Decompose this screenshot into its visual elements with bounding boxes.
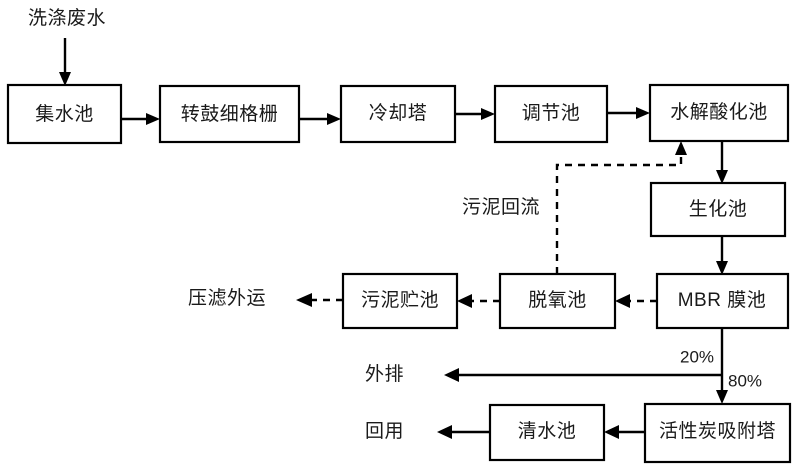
node-drum-fine-screen[interactable]: 转鼓细格栅 [158,84,301,144]
node-collection-tank[interactable]: 集水池 [6,83,123,145]
node-deoxygenation-tank-label: 脱氧池 [528,289,587,311]
edge-clean-water-to-reuse [437,425,490,439]
node-hydrolysis-acidification-tank-label: 水解酸化池 [670,101,768,123]
edge-sludge-storage-to-filter-press [296,293,343,307]
edge-hydrolysis-to-biochemical [716,141,728,184]
node-activated-carbon-tower[interactable]: 活性炭吸附塔 [643,402,792,464]
edge-mbr-to-external-discharge [444,368,722,382]
node-collection-tank-label: 集水池 [35,103,94,125]
edge-influent-to-collection [59,38,71,86]
node-sludge-storage-tank-label: 污泥贮池 [361,289,439,311]
influent-label: 洗涤废水 [28,7,106,29]
node-cooling-tower[interactable]: 冷却塔 [339,84,457,144]
node-mbr-membrane-tank[interactable]: MBR 膜池 [655,272,790,330]
edge-mbr-to-deoxygenation [615,294,657,308]
node-cooling-tower-label: 冷却塔 [369,102,428,124]
node-sludge-storage-tank[interactable]: 污泥贮池 [341,272,459,330]
sludge-return-label: 污泥回流 [462,196,540,218]
node-biochemical-tank-label: 生化池 [689,198,748,220]
edge-deoxygenation-to-sludge-storage [457,294,500,308]
node-clean-water-tank[interactable]: 清水池 [488,403,606,462]
edge-regulating-to-hydrolysis [607,107,650,119]
edge-collection-to-screen [121,113,160,125]
external-discharge-label: 外排 [365,363,404,385]
node-hydrolysis-acidification-tank[interactable]: 水解酸化池 [648,83,790,143]
split-20-percent-label: 20% [680,347,714,366]
node-activated-carbon-tower-label: 活性炭吸附塔 [659,420,776,442]
reuse-label: 回用 [365,421,404,442]
split-80-percent-label: 80% [728,371,762,390]
node-regulating-tank[interactable]: 调节池 [493,84,609,144]
node-drum-fine-screen-label: 转鼓细格栅 [181,103,279,125]
node-regulating-tank-label: 调节池 [522,102,581,124]
edge-activated-carbon-to-clean-water [604,425,645,439]
edge-cooling-to-regulating [455,108,495,120]
node-clean-water-tank-label: 清水池 [518,420,577,442]
filter-press-label: 压滤外运 [188,287,266,309]
edge-biochemical-to-mbr [716,236,728,275]
node-mbr-membrane-tank-label: MBR 膜池 [678,289,767,311]
edge-mbr-to-activated-carbon [716,328,728,404]
node-biochemical-tank[interactable]: 生化池 [649,181,787,238]
edge-screen-to-cooling [299,113,341,125]
node-deoxygenation-tank[interactable]: 脱氧池 [498,272,617,330]
edge-sludge-return-to-hydrolysis [555,141,687,274]
